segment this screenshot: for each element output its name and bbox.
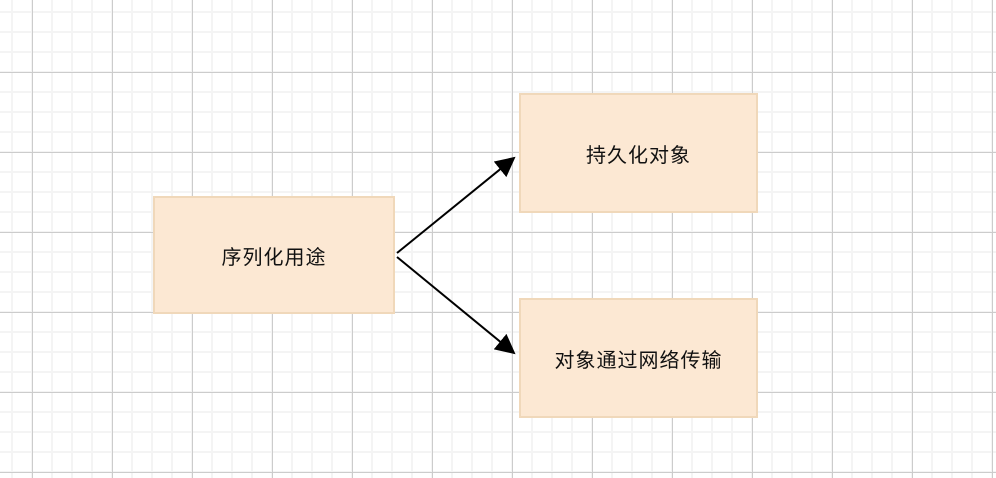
node-serialization-purpose[interactable]: 序列化用途 [153,196,395,314]
arrow-purpose-to-network[interactable] [396,256,516,355]
node-serialization-purpose-label: 序列化用途 [221,246,327,269]
node-persist-object-label: 持久化对象 [586,144,691,167]
node-persist-object[interactable]: 持久化对象 [519,93,758,213]
arrow-purpose-to-persist[interactable] [396,156,516,254]
node-network-transfer[interactable]: 对象通过网络传输 [519,298,758,418]
node-network-transfer-label: 对象通过网络传输 [554,349,723,372]
